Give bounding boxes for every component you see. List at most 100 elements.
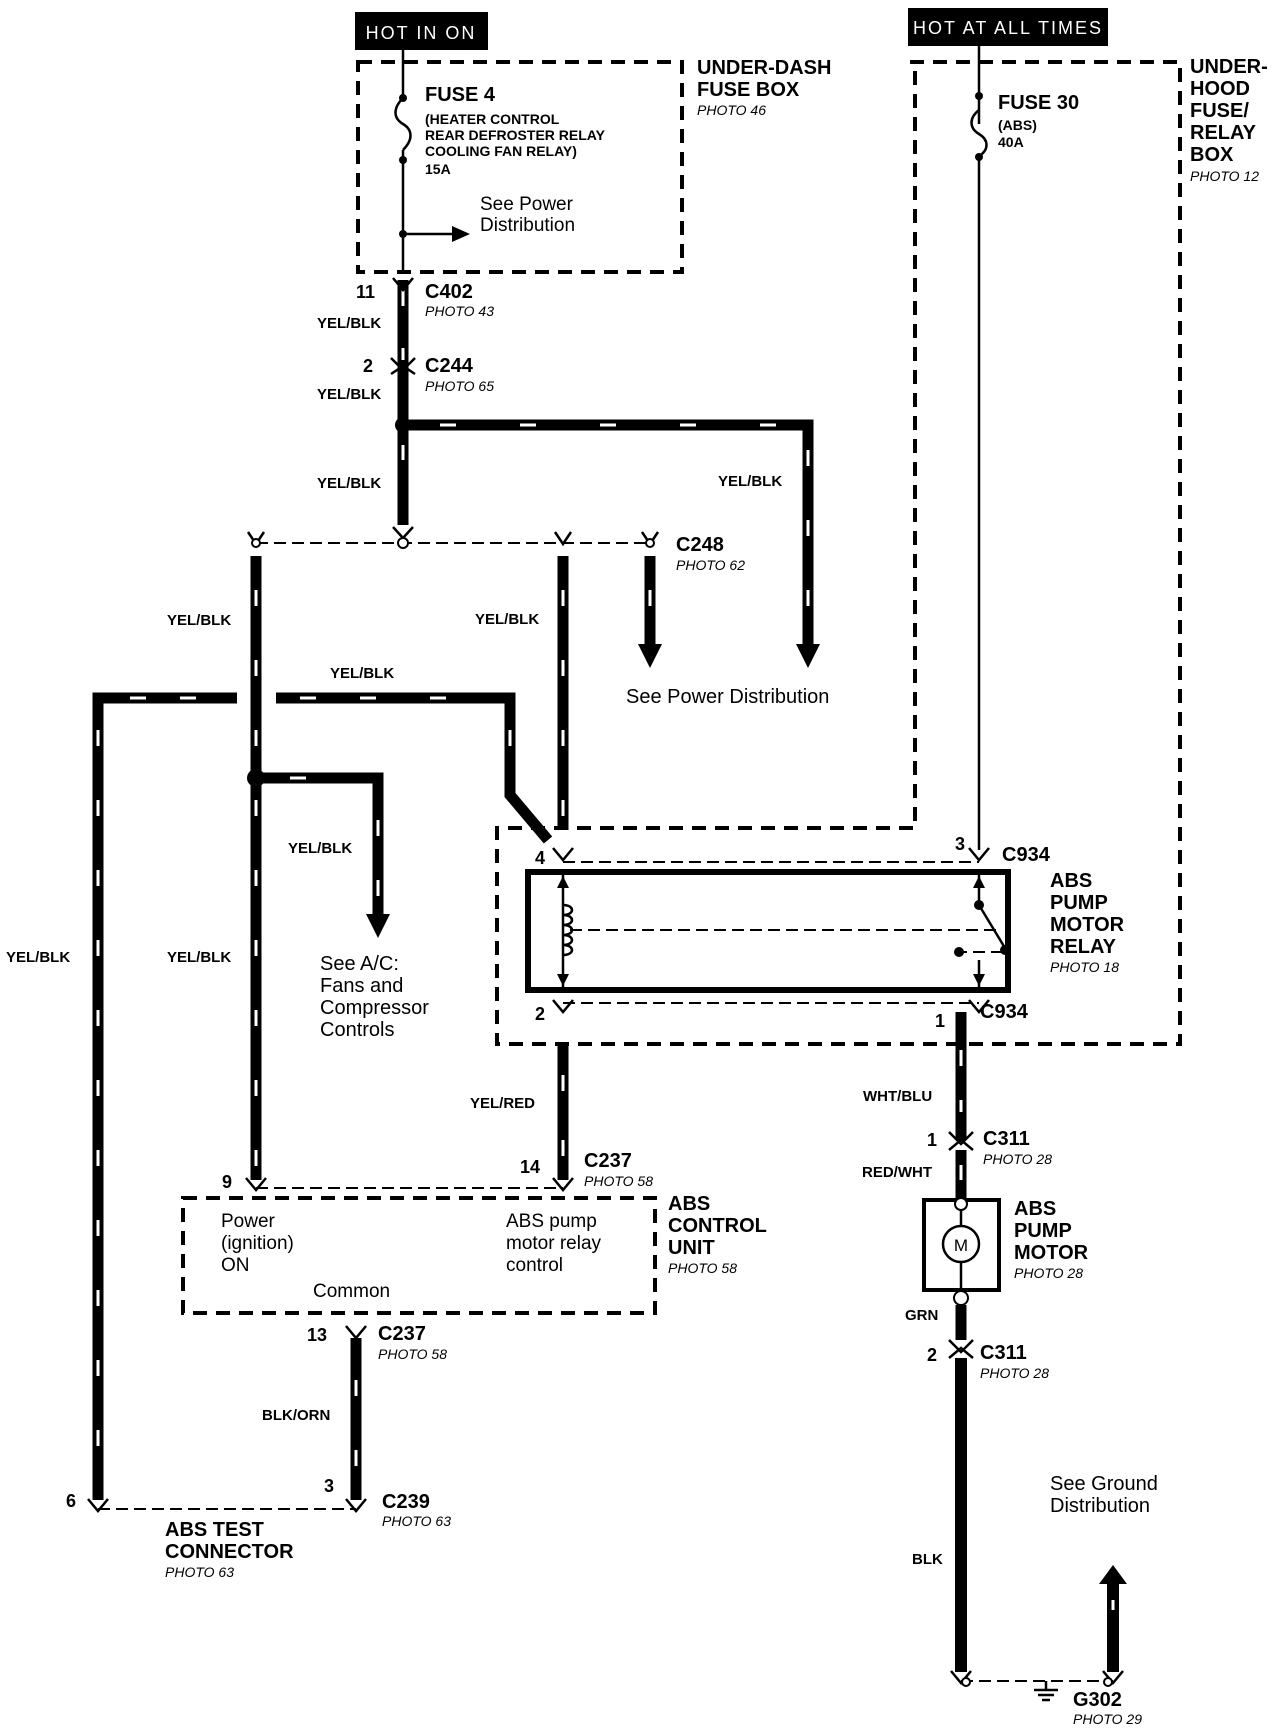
c237-bottom-name: C237 — [378, 1323, 426, 1345]
c311-top-connector — [948, 1131, 974, 1151]
wire-label-yelblk-1: YEL/BLK — [317, 315, 381, 332]
hot-in-on-box — [355, 12, 488, 50]
c311-top-name: C311 — [983, 1128, 1030, 1150]
c237-top-name: C237 — [584, 1150, 632, 1172]
relay-title-2: PUMP — [1050, 892, 1108, 914]
power-dist-arrow — [452, 226, 470, 242]
g302-name: G302 — [1073, 1689, 1122, 1711]
acu-power-3: ON — [221, 1255, 250, 1276]
wire-label-blkorn: BLK/ORN — [262, 1407, 330, 1424]
c239-pin6: 6 — [66, 1491, 76, 1511]
acu-power-2: (ignition) — [221, 1233, 294, 1254]
relay-switch-arrow-top — [973, 876, 985, 888]
pump-motor-title-2: PUMP — [1014, 1220, 1072, 1242]
c311-bottom-name: C311 — [980, 1342, 1027, 1364]
relay-switch-contact — [1000, 945, 1010, 955]
ac-branch-wire — [256, 772, 384, 915]
relay-pin4-feed-wire — [276, 692, 553, 844]
relay-photo: PHOTO 18 — [1050, 959, 1119, 975]
hot-at-all-times-label: HOT AT ALL TIMES — [913, 18, 1103, 38]
wire-label-redwht: RED/WHT — [862, 1164, 932, 1181]
relay-coil-arrow-top — [557, 876, 569, 888]
wire-label-yelblk-7: YEL/BLK — [288, 840, 352, 857]
pump-motor-terminal-top — [954, 1197, 968, 1211]
relay-title-3: MOTOR — [1050, 914, 1125, 936]
fuse30-name: FUSE 30 — [998, 92, 1079, 114]
c244-photo: PHOTO 65 — [425, 378, 494, 394]
fuse4-desc-3: COOLING FAN RELAY) — [425, 143, 577, 159]
wire-label-grn: GRN — [905, 1307, 938, 1324]
c934-pin3: 3 — [955, 834, 965, 854]
relay-pin2-terminal — [552, 999, 574, 1014]
relay-switch-arrow-bottom — [973, 974, 985, 986]
hot-in-on-label: HOT IN ON — [366, 23, 477, 43]
c248-name: C248 — [676, 534, 724, 556]
power-dist-arrow-right — [796, 644, 820, 668]
c934-top-name: C934 — [1002, 844, 1051, 866]
power-dist-branch-wire — [403, 419, 814, 645]
abs-control-unit-box — [181, 1196, 657, 1315]
wire-label-yelblk-5: YEL/BLK — [167, 612, 231, 629]
wire-label-yelred: YEL/RED — [470, 1095, 535, 1112]
see-power-distribution: See Power Distribution — [626, 686, 829, 708]
fuse4-rating: 15A — [425, 161, 451, 177]
g302-right-node — [1103, 1677, 1113, 1687]
wire-label-yelblk-8: YEL/BLK — [6, 949, 70, 966]
c239-name: C239 — [382, 1491, 430, 1513]
c248-photo: PHOTO 62 — [676, 557, 745, 573]
fuse4-name: FUSE 4 — [425, 84, 496, 106]
c311-bottom-pin: 2 — [927, 1345, 937, 1365]
fuse4-symbol — [394, 97, 412, 151]
c311-top-photo: PHOTO 28 — [983, 1151, 1052, 1167]
see-ground-1: See Ground — [1050, 1473, 1158, 1495]
ground-dist-arrow — [1099, 1565, 1127, 1584]
relay-body — [525, 869, 1011, 993]
test-connector-photo: PHOTO 63 — [165, 1564, 234, 1580]
c402-connector — [392, 277, 414, 292]
see-ac-4: Controls — [320, 1019, 394, 1041]
c237-pin9: 9 — [222, 1172, 232, 1192]
see-power-1: See Power — [480, 194, 574, 215]
fuse4-desc-2: REAR DEFROSTER RELAY — [425, 127, 606, 143]
under-dash-fuse-box-outline — [356, 60, 684, 274]
pump-motor-terminal-bottom — [953, 1290, 969, 1306]
acu-relay-ctrl-2: motor relay — [506, 1233, 602, 1254]
c248-trunk-terminal — [392, 526, 414, 540]
ac-arrow — [366, 914, 390, 938]
under-dash-title-2: FUSE BOX — [697, 79, 800, 101]
c237-bottom-photo: PHOTO 58 — [378, 1346, 447, 1362]
g302-left-node — [961, 1677, 971, 1687]
wire-label-yelblk-3: YEL/BLK — [317, 475, 381, 492]
relay-switch-arm — [977, 904, 1007, 949]
see-ground-2: Distribution — [1050, 1495, 1150, 1517]
acu-power-1: Power — [221, 1211, 276, 1232]
c934-pin2: 2 — [535, 1004, 545, 1024]
c237-pin13-terminal — [345, 1325, 367, 1340]
wire-label-yelblk-2: YEL/BLK — [317, 386, 381, 403]
c248-power-dist-arrow — [638, 644, 662, 668]
wire-label-blk: BLK — [912, 1551, 943, 1568]
acu-relay-ctrl-3: control — [506, 1255, 563, 1276]
wire-label-yelblk-4: YEL/BLK — [718, 473, 782, 490]
under-hood-title-2: HOOD — [1190, 78, 1250, 100]
pump-motor-title-1: ABS — [1014, 1198, 1056, 1220]
c244-name: C244 — [425, 355, 474, 377]
see-ac-3: Compressor — [320, 997, 429, 1019]
c244-connector — [390, 357, 416, 376]
relay-title-4: RELAY — [1050, 936, 1117, 958]
under-hood-fuse-box-outline — [495, 60, 1182, 1046]
acu-title-3: UNIT — [668, 1237, 715, 1259]
relay-title-1: ABS — [1050, 870, 1092, 892]
c402-name: C402 — [425, 281, 473, 303]
see-power-2: Distribution — [480, 215, 575, 236]
c239-pin6-terminal — [87, 1498, 109, 1513]
acu-photo: PHOTO 58 — [668, 1260, 737, 1276]
under-dash-title-1: UNDER-DASH — [697, 57, 831, 79]
c248-left-node — [251, 538, 261, 548]
c239-pin3-terminal — [345, 1498, 367, 1513]
test-connector-title-2: CONNECTOR — [165, 1541, 294, 1563]
c248-middle-terminal — [553, 531, 573, 547]
c237-top-photo: PHOTO 58 — [584, 1173, 653, 1189]
relay-pin1-terminal — [968, 999, 990, 1014]
